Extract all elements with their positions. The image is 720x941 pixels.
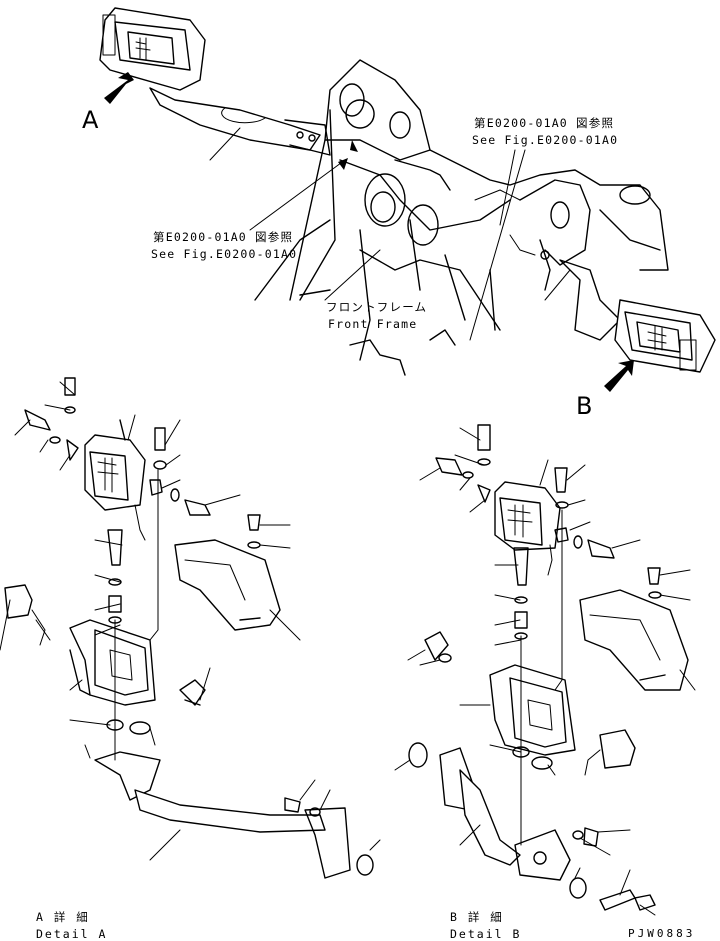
detail-a-title-ja: A 詳 細 [36,910,90,924]
front-frame-assembly [254,59,669,376]
detail-b-exploded [408,424,689,911]
ref-top-right-en: See Fig.E0200-01A0 [472,133,619,147]
front-frame-label-en: Front Frame [328,317,418,331]
drawing-code: PJW0883 [628,927,696,940]
detail-a-title-en: Detail A [36,927,108,941]
leaders-top [209,127,571,341]
view-arrow-a [104,72,134,104]
view-label-a: A [82,106,99,134]
detail-b-title-en: Detail B [450,927,522,941]
ref-center-ja: 第E0200-01A0 図参照 [153,230,294,244]
headlamp-a-top [99,7,331,156]
ref-center-en: See Fig.E0200-01A0 [151,247,298,261]
front-frame-label-ja: フロントフレーム [326,300,428,314]
headlamp-b-top [509,234,716,373]
view-arrow-b [604,360,634,392]
detail-a-exploded [4,377,374,879]
detail-b-title-ja: B 詳 細 [450,910,504,924]
leaders-detail-a [0,381,381,861]
ref-top-right-ja: 第E0200-01A0 図参照 [474,116,615,130]
view-label-b: B [576,392,593,420]
leaders-detail-b [394,427,696,916]
